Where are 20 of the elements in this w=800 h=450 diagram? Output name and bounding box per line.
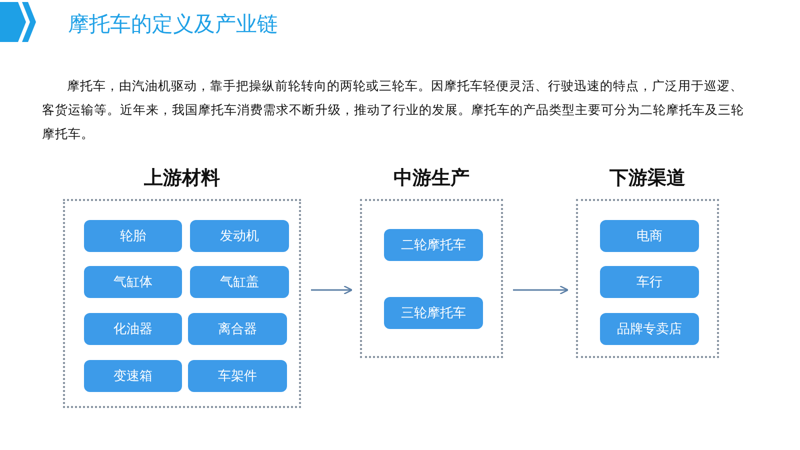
item-box: 气缸体 (84, 266, 182, 298)
item-box: 车架件 (188, 360, 287, 392)
item-box: 气缸盖 (190, 266, 289, 298)
item-box: 变速箱 (84, 360, 182, 392)
item-box: 三轮摩托车 (384, 297, 483, 329)
intro-paragraph: 摩托车，由汽油机驱动，靠手把操纵前轮转向的两轮或三轮车。因摩托车轻便灵活、行驶迅速的特点，广泛用于巡逻、客货运输等。近年来，我国摩托车消费需求不断升级，推动了行业的发展。摩托车的产品类型主要可分为二轮摩托车及三轮摩托车。 (42, 77, 745, 143)
group-heading: 下游渠道 (608, 166, 686, 191)
page-title: 摩托车的定义及产业链 (68, 11, 278, 38)
group-heading: 中游生产 (392, 166, 470, 191)
item-box: 品牌专卖店 (600, 313, 699, 345)
group-heading: 上游材料 (143, 166, 221, 191)
item-box: 化油器 (84, 313, 182, 345)
item-box: 离合器 (188, 313, 287, 345)
item-box: 电商 (600, 220, 699, 252)
arrow (513, 285, 569, 295)
item-box: 发动机 (190, 220, 289, 252)
item-box: 车行 (600, 266, 699, 298)
item-box: 二轮摩托车 (384, 229, 483, 261)
item-box: 轮胎 (84, 220, 182, 252)
arrow (311, 285, 353, 295)
